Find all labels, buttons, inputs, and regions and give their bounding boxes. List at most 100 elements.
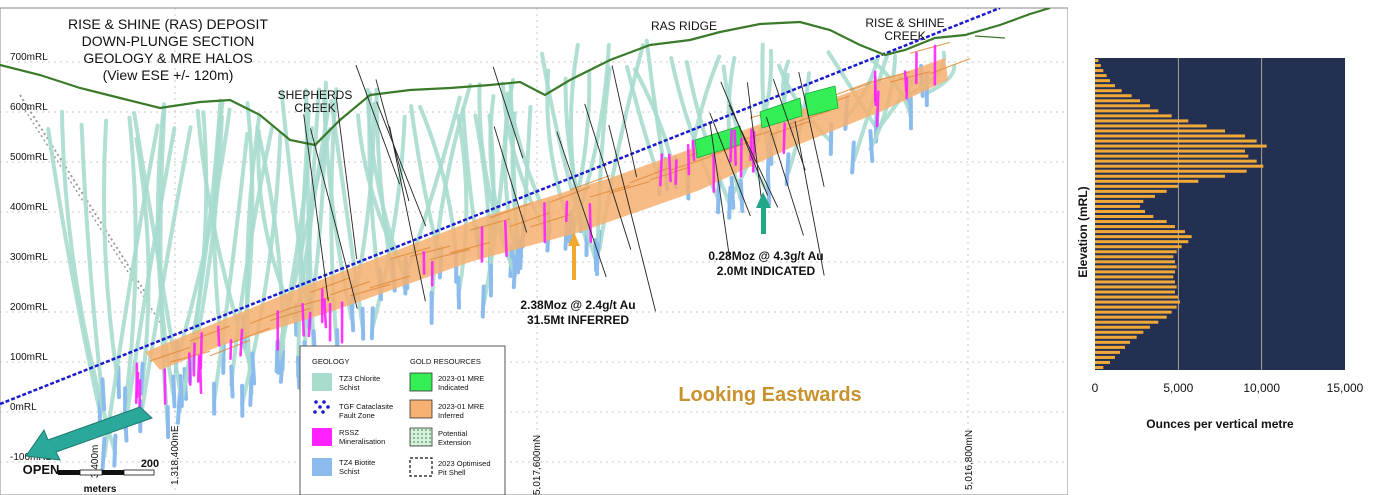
shepherds-label-1: SHEPHERDS: [278, 88, 353, 102]
historic-drillhole: [720, 81, 769, 196]
rssz-trace: [135, 371, 140, 399]
chart-bar: [1095, 94, 1132, 98]
elevation-label: -100mRL: [10, 452, 52, 463]
chart-bar: [1095, 240, 1189, 244]
chart-bar: [1095, 169, 1247, 173]
legend-fault-label-1: TGF Cataclasite: [339, 402, 393, 411]
chart-bar: [1095, 149, 1245, 153]
fault-swatch-dot: [321, 410, 325, 414]
inferred-hatch-line: [249, 307, 291, 325]
looking-eastwards-label: Looking Eastwards: [678, 384, 861, 406]
inferred-hatch-line: [309, 277, 351, 294]
chart-bar: [1095, 124, 1207, 128]
biotite-drillhole-tip: [139, 361, 145, 396]
rssz-trace: [163, 368, 167, 405]
legend-pit-shell-label-1: 2023 Optimised: [438, 459, 491, 468]
chart-bar: [1095, 305, 1177, 309]
chart-bar: [1095, 320, 1159, 324]
rssz-trace: [729, 129, 733, 163]
chart-bar: [1095, 179, 1199, 183]
chlorite-drillhole: [456, 113, 469, 298]
chart-bar: [1095, 64, 1101, 68]
inferred-hatch-line: [369, 275, 411, 289]
chart-bar: [1095, 119, 1189, 123]
legend-swatch-pit-shell: [409, 457, 433, 477]
inferred-callout-line-1: 2.38Moz @ 2.4g/t Au: [520, 298, 635, 312]
topographic-surface: [0, 8, 1051, 147]
rssz-trace: [187, 352, 192, 387]
title-line-1: RISE & SHINE (RAS) DEPOSIT: [68, 16, 268, 32]
chart-bar: [1095, 355, 1115, 359]
legend-biotite-label-2: Schist: [339, 467, 360, 476]
chlorite-drillhole: [212, 131, 250, 404]
inferred-hatch-line: [909, 41, 951, 54]
legend-swatch-rssz: [312, 428, 332, 446]
biotite-drillhole-tip: [369, 306, 375, 341]
chart-bar: [1095, 300, 1180, 304]
chart-bar: [1095, 79, 1110, 83]
rssz-trace: [875, 90, 880, 128]
chart-x-tick-label: 5,000: [1163, 381, 1193, 395]
biotite-drillhole-tip: [511, 255, 518, 290]
inferred-hatch-line: [789, 109, 831, 125]
title-line-2: DOWN-PLUNGE SECTION: [82, 33, 255, 49]
chlorite-drillhole: [279, 91, 311, 315]
chart-bar: [1095, 104, 1150, 108]
inferred-hatch-line: [569, 174, 611, 191]
inferred-callout-line-2: 31.5Mt INFERRED: [527, 313, 629, 327]
historic-drillhole: [611, 65, 638, 178]
inferred-hatch-line: [149, 346, 191, 362]
inferred-hatch-line: [769, 120, 811, 136]
legend-box: GEOLOGY GOLD RESOURCES TZ3 Chlorite Schi…: [299, 345, 506, 495]
rssz-trace: [903, 70, 908, 92]
chart-bar: [1095, 209, 1145, 213]
open-direction-arrow: [25, 406, 153, 461]
rssz-trace: [199, 332, 204, 370]
shepherds-label-2: CREEK: [294, 101, 335, 115]
historic-drillhole: [608, 125, 656, 312]
legend-chlorite-label-2: Schist: [339, 383, 360, 392]
chart-bar: [1095, 99, 1140, 103]
chart-bar: [1095, 255, 1174, 259]
biotite-drillhole-tip: [178, 373, 184, 408]
biotite-drillhole-tip: [116, 365, 121, 400]
elevation-labels: 700mRL600mRL500mRL400mRL300mRL200mRL100m…: [10, 52, 52, 463]
rise-shine-label-1: RISE & SHINE: [865, 16, 944, 30]
biotite-drillhole-tip: [278, 349, 285, 384]
legend-rssz-label-1: RSSZ: [339, 428, 359, 437]
fault-swatch-dot: [322, 400, 326, 404]
rssz-mineralisation-traces: [134, 44, 937, 417]
elevation-label: 400mRL: [10, 202, 48, 213]
easting-label-partial: 3,400m: [90, 445, 101, 478]
legend-fault-label-2: Fault Zone: [339, 411, 375, 420]
chart-bar: [1095, 184, 1179, 188]
chart-bar: [1095, 194, 1155, 198]
chart-bar: [1095, 325, 1150, 329]
chart-bar: [1095, 290, 1175, 294]
legend-rssz-label-2: Mineralisation: [339, 437, 385, 446]
chlorite-drillhole: [177, 98, 223, 413]
chart-bar: [1095, 245, 1182, 249]
rssz-trace: [674, 159, 678, 186]
elevation-label: 700mRL: [10, 52, 48, 63]
biotite-drillhole-tip: [229, 364, 235, 399]
chart-bar: [1095, 144, 1267, 148]
rssz-trace: [503, 219, 508, 258]
chart-bar: [1095, 340, 1130, 344]
elevation-label: 600mRL: [10, 102, 48, 113]
inferred-hatch-line: [349, 283, 391, 297]
biotite-drillhole-tip: [716, 180, 721, 215]
indicated-callout-arrow: [756, 192, 771, 234]
rssz-trace: [667, 153, 672, 183]
legend-geology-title: GEOLOGY: [312, 357, 350, 366]
chlorite-drillhole: [102, 123, 160, 459]
chart-bar: [1095, 154, 1249, 158]
chlorite-drillhole: [726, 55, 743, 202]
chart-bar: [1095, 280, 1175, 284]
chlorite-drillhole: [138, 125, 193, 422]
chlorite-drillhole: [595, 66, 612, 265]
rssz-trace: [564, 200, 569, 223]
chart-bars: [1095, 59, 1267, 369]
